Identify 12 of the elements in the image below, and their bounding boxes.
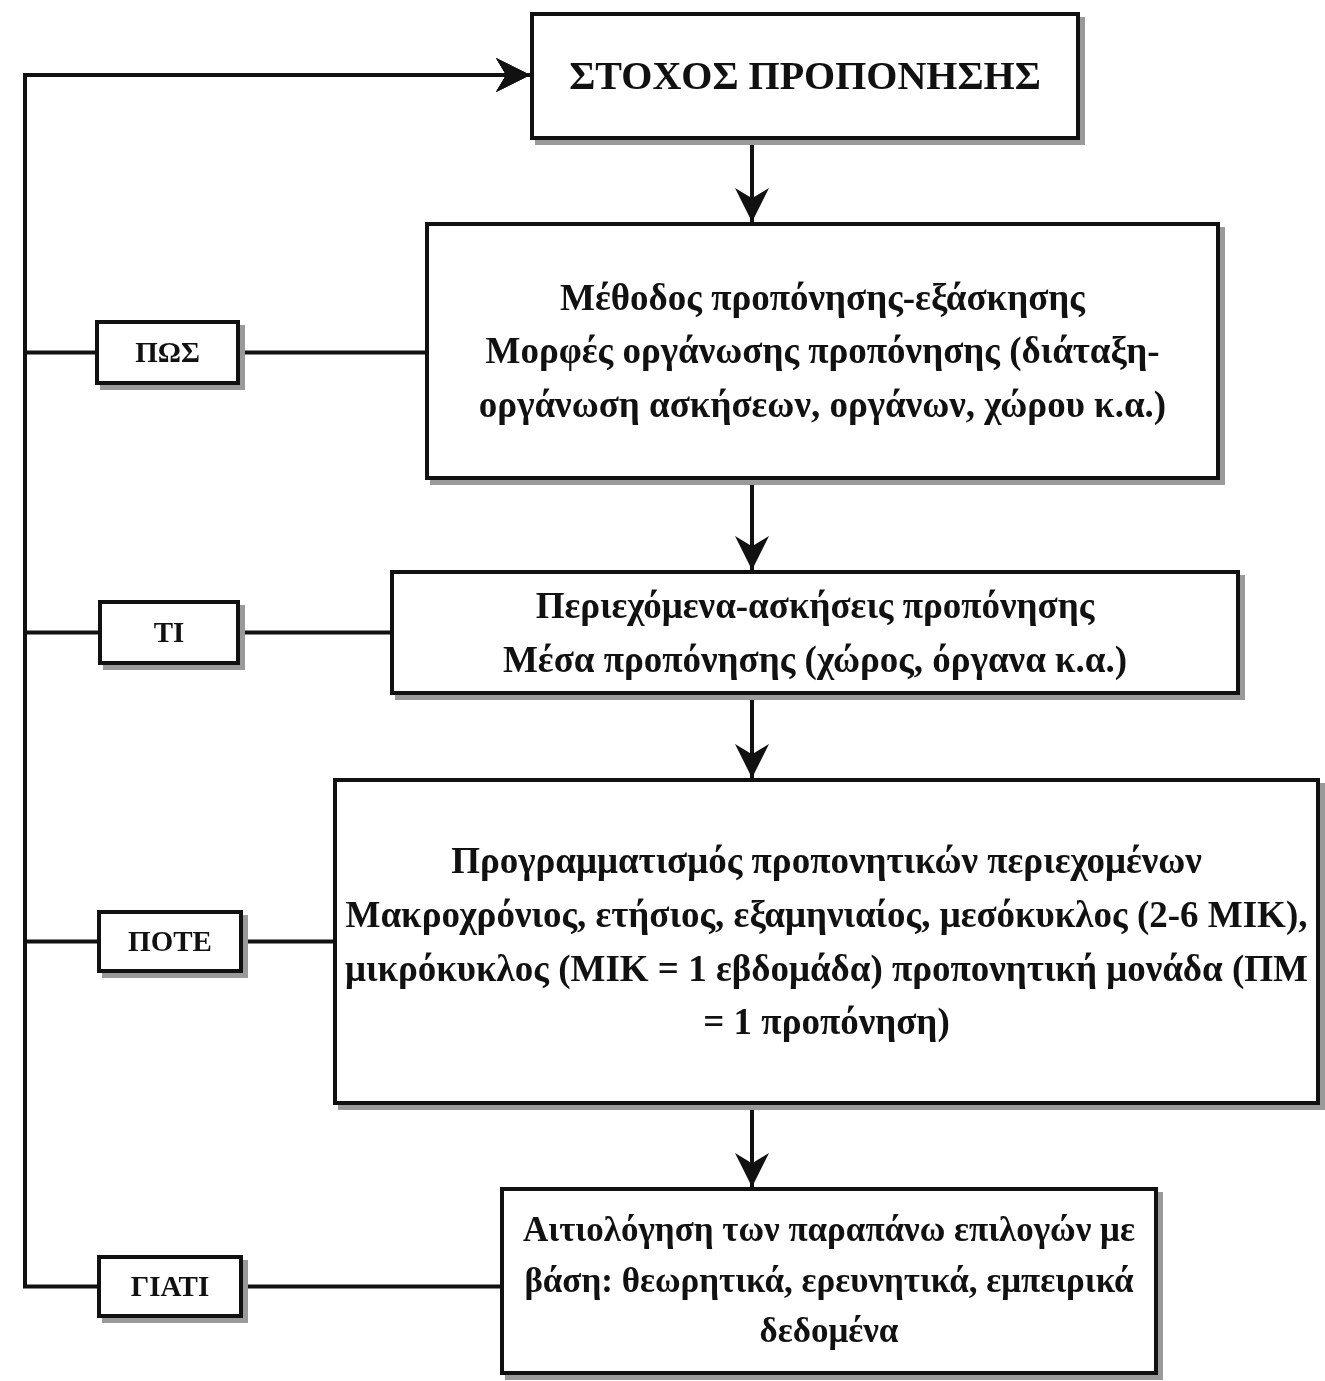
box-text: Περιεχόμενα-ασκήσεις προπόνησης bbox=[535, 583, 1095, 628]
box-text: Αιτιολόγηση των παραπάνω επιλογών με βάση: θεωρητικά, ερευνητικά, εμπειρικά δεδομένα bbox=[522, 1208, 1136, 1353]
tag-text: ΓΙΑΤΙ bbox=[130, 1269, 210, 1305]
box-text: Προγραμματισμός προπονητικών περιεχομένων bbox=[451, 839, 1202, 884]
box-text: Μορφές οργάνωσης προπόνησης (διάταξη-οργάνωση ασκήσεων, οργάνων, χώρου κ.α.) bbox=[477, 329, 1168, 427]
tag-text: ΠΩΣ bbox=[135, 335, 200, 371]
box-text: Μακροχρόνιος, ετήσιος, εξαμηνιαίος, μεσόκυκλος (2-6 ΜΙΚ), μικρόκυκλος (ΜΙΚ = 1 εβδομάδα) προπονητική μονάδα (ΠΜ = 1 προπόνηση) bbox=[344, 892, 1309, 1045]
title-text: ΣΤΟΧΟΣ ΠΡΟΠΟΝΗΣΗΣ bbox=[569, 52, 1041, 100]
tag-text: ΠΟΤΕ bbox=[128, 924, 212, 960]
tag-text: ΤΙ bbox=[153, 615, 185, 651]
box-text: Μέθοδος προπόνησης-εξάσκησης bbox=[560, 275, 1085, 320]
box-text: Μέσα προπόνησης (χώρος, όργανα κ.α.) bbox=[502, 637, 1128, 682]
